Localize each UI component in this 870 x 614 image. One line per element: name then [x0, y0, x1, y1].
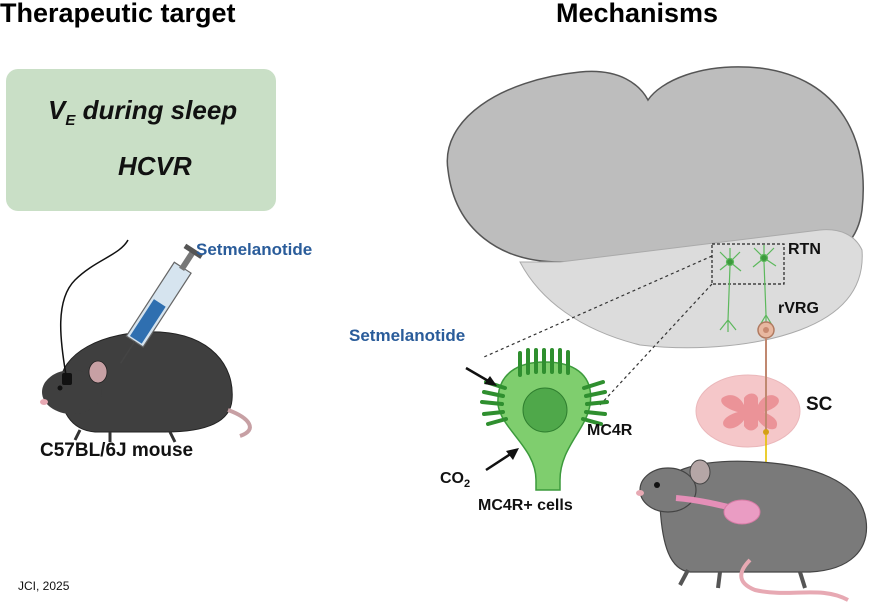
- setmelanotide-arrow: [465, 366, 491, 384]
- brain-brainstem: [519, 229, 863, 349]
- eeg-wire: [59, 239, 129, 376]
- rvrg-label: rVRG: [778, 300, 819, 317]
- target-line-ve: VE during sleep: [48, 95, 238, 130]
- mc4r-label: MC4R: [587, 422, 633, 439]
- mouse-label: C57BL/6J mouse: [40, 440, 194, 461]
- target-box: [6, 69, 276, 211]
- mc4r-receptor-top: [518, 348, 570, 377]
- rtn-zoom-box: [711, 243, 785, 285]
- rtn-label: RTN: [788, 241, 821, 258]
- drug-label-right: Setmelanotide: [349, 326, 466, 345]
- mc4r-cell: [497, 361, 592, 491]
- mouse-left: [40, 331, 252, 443]
- left-heading: Therapeutic target: [0, 0, 236, 28]
- rtn-neuron-2: [752, 245, 777, 327]
- citation: JCI, 2025: [18, 579, 70, 593]
- right-heading: Mechanisms: [556, 0, 719, 28]
- spinal-cord-section: [695, 374, 801, 448]
- syringe: [119, 243, 204, 364]
- drug-label-left: Setmelanotide: [196, 240, 313, 259]
- co2-label: CO2: [440, 470, 471, 491]
- cells-label: MC4R+ cells: [478, 497, 573, 514]
- sc-label: SC: [806, 394, 833, 415]
- mouse-right: [636, 459, 868, 602]
- target-line-hcvr: HCVR: [118, 151, 192, 181]
- mc4r-receptor-right: [581, 380, 609, 426]
- co2-arrow: [485, 451, 513, 472]
- rtn-neuron-1: [719, 248, 742, 332]
